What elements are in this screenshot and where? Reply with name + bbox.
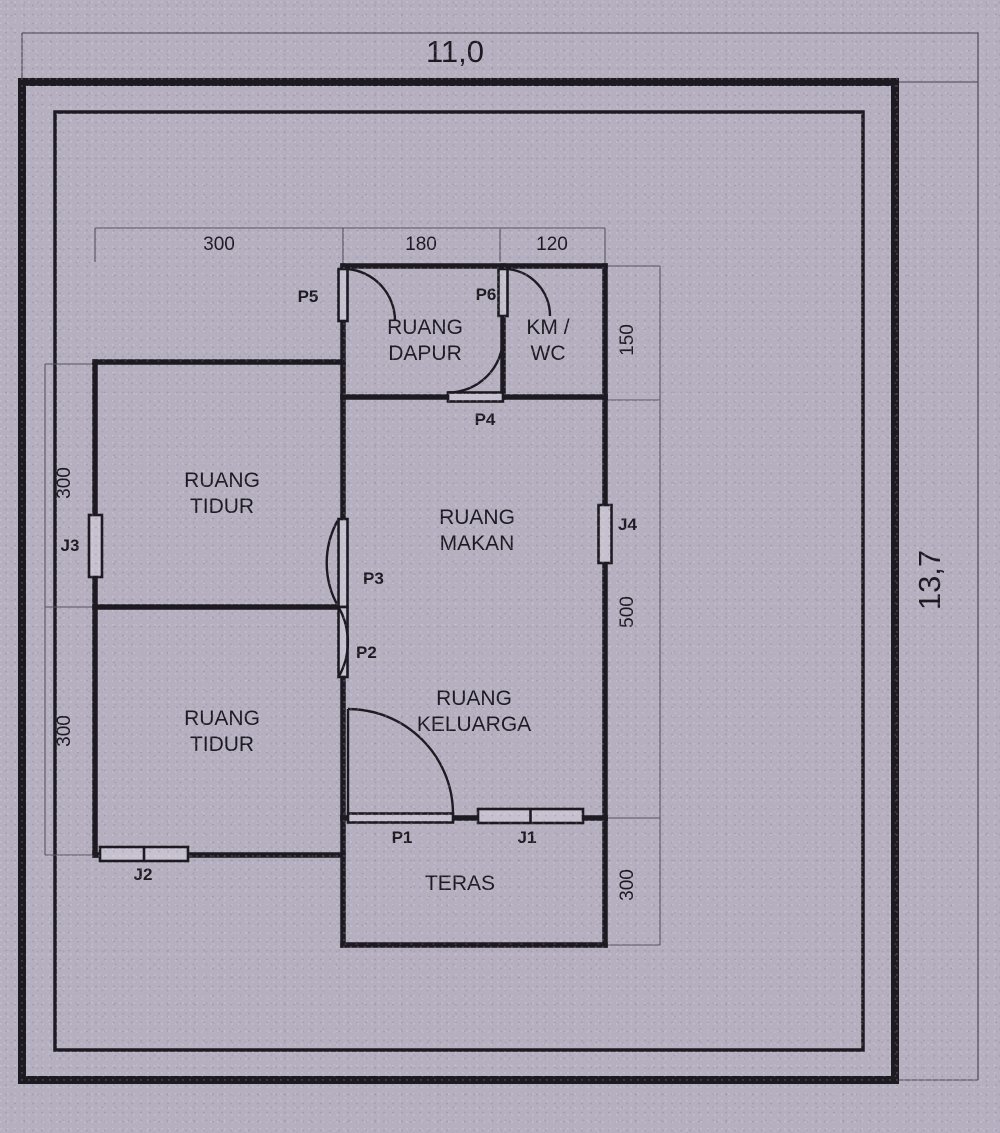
door-P2 xyxy=(337,605,349,679)
door-P4 xyxy=(446,336,505,403)
room-label-ruang-dapur-line2: DAPUR xyxy=(388,342,462,365)
lot-inner-setback-line xyxy=(53,110,865,1052)
dimension-top-180: 180 xyxy=(405,234,437,255)
lot-outer-boundary xyxy=(18,78,899,1084)
window-J4 xyxy=(597,503,613,565)
room-label-ruang-keluarga-line1: RUANG xyxy=(436,687,512,710)
door-label-P3: P3 xyxy=(363,569,384,588)
room-label-teras: TERAS xyxy=(425,872,495,895)
room-label-ruang-makan-line1: RUANG xyxy=(439,506,515,529)
dimension-right-300: 300 xyxy=(617,869,638,901)
door-P1 xyxy=(346,707,455,824)
overall-width-label: 11,0 xyxy=(426,34,484,69)
room-label-ruang-tidur-2-line2: TIDUR xyxy=(190,733,254,756)
window-label-J3: J3 xyxy=(61,536,80,555)
room-label-km-wc-line1: KM / xyxy=(526,316,569,339)
house-walls xyxy=(92,263,608,948)
door-label-P5: P5 xyxy=(298,287,319,306)
dimension-right-500: 500 xyxy=(617,596,638,628)
room-label-ruang-tidur-2-line1: RUANG xyxy=(184,707,260,730)
room-label-ruang-dapur-line1: RUANG xyxy=(387,316,463,339)
room-label-ruang-keluarga-line2: KELUARGA xyxy=(417,713,531,736)
window-label-J2: J2 xyxy=(134,865,153,884)
room-label-ruang-makan-line2: MAKAN xyxy=(440,532,515,555)
door-label-P4: P4 xyxy=(475,410,496,429)
window-J1 xyxy=(476,807,585,825)
door-label-P1: P1 xyxy=(392,828,413,847)
window-label-J4: J4 xyxy=(618,515,637,534)
room-label-ruang-tidur-1-line1: RUANG xyxy=(184,469,260,492)
door-label-P6: P6 xyxy=(476,285,497,304)
overall-height-label: 13,7 xyxy=(912,550,947,610)
door-P5 xyxy=(337,267,397,323)
door-label-P2: P2 xyxy=(356,643,377,662)
door-P6 xyxy=(497,267,552,318)
dimension-left-300-upper: 300 xyxy=(54,467,75,499)
window-J2 xyxy=(98,845,190,863)
window-J3 xyxy=(87,513,104,579)
dimension-left-300-lower: 300 xyxy=(54,715,75,747)
dimension-top-300: 300 xyxy=(203,234,235,255)
window-label-J1: J1 xyxy=(518,828,537,847)
room-label-km-wc-line2: WC xyxy=(531,342,566,365)
room-label-ruang-tidur-1-line2: TIDUR xyxy=(190,495,254,518)
door-P3 xyxy=(325,517,349,609)
dimension-right-150: 150 xyxy=(617,324,638,356)
dimension-top-120: 120 xyxy=(536,234,568,255)
site-dimension-frame xyxy=(21,32,979,1081)
